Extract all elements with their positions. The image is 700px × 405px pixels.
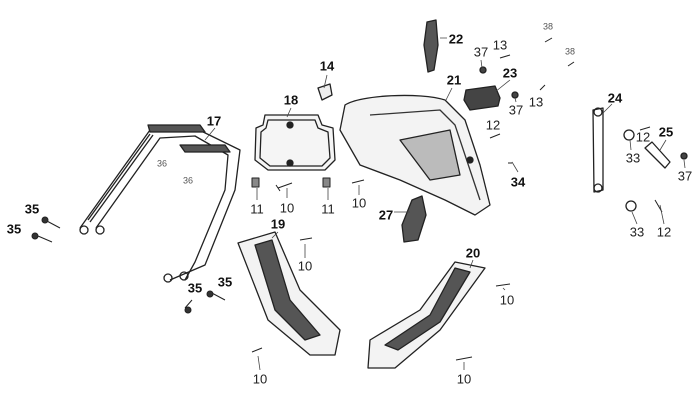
callout-10: 10 [351, 195, 367, 211]
leader-lines [204, 37, 686, 371]
fasteners [31, 37, 663, 361]
side-cover-20 [367, 261, 486, 369]
callout-10: 10 [252, 371, 268, 387]
rear-rack-17 [79, 124, 241, 283]
callout-19: 19 [270, 216, 286, 232]
callout-36: 36 [156, 158, 168, 169]
bracket-25 [644, 141, 671, 169]
callout-35: 35 [187, 280, 203, 296]
rear-fender-21 [339, 94, 491, 216]
callout-27: 27 [378, 207, 394, 223]
turn-signal-22 [423, 19, 439, 73]
callout-20: 20 [465, 245, 481, 261]
callout-10: 10 [279, 200, 295, 216]
callout-37: 37 [508, 102, 524, 118]
callout-22: 22 [448, 31, 464, 47]
callout-10: 10 [297, 258, 313, 274]
callout-25: 25 [658, 124, 674, 140]
callout-12: 12 [635, 129, 651, 145]
callout-17: 17 [206, 113, 222, 129]
callout-11: 11 [250, 201, 264, 217]
callout-35: 35 [6, 221, 22, 237]
callout-35: 35 [217, 274, 233, 290]
callout-12: 12 [656, 224, 672, 240]
callout-38: 38 [564, 46, 576, 57]
callout-36: 36 [182, 175, 194, 186]
callout-37: 37 [473, 44, 489, 60]
callout-23: 23 [502, 65, 518, 81]
callout-34: 34 [510, 174, 526, 190]
callout-13: 13 [492, 37, 508, 53]
callout-37: 37 [677, 168, 693, 184]
callout-21: 21 [446, 72, 462, 88]
callout-33: 33 [629, 224, 645, 240]
callout-24: 24 [607, 90, 623, 106]
callout-35: 35 [24, 201, 40, 217]
callout-12: 12 [485, 117, 501, 133]
turn-signal-27 [401, 195, 427, 243]
handle-bar-24 [592, 107, 604, 193]
callout-14: 14 [319, 58, 335, 74]
callout-13: 13 [528, 94, 544, 110]
callout-33: 33 [625, 150, 641, 166]
callout-10: 10 [499, 292, 515, 308]
reflector-23 [463, 85, 501, 111]
side-cover-19 [237, 231, 341, 356]
callout-38: 38 [542, 21, 554, 32]
callout-10: 10 [456, 371, 472, 387]
callout-18: 18 [283, 92, 299, 108]
clip-14 [317, 83, 333, 101]
callout-11: 11 [321, 201, 335, 217]
cover-18 [254, 114, 336, 171]
